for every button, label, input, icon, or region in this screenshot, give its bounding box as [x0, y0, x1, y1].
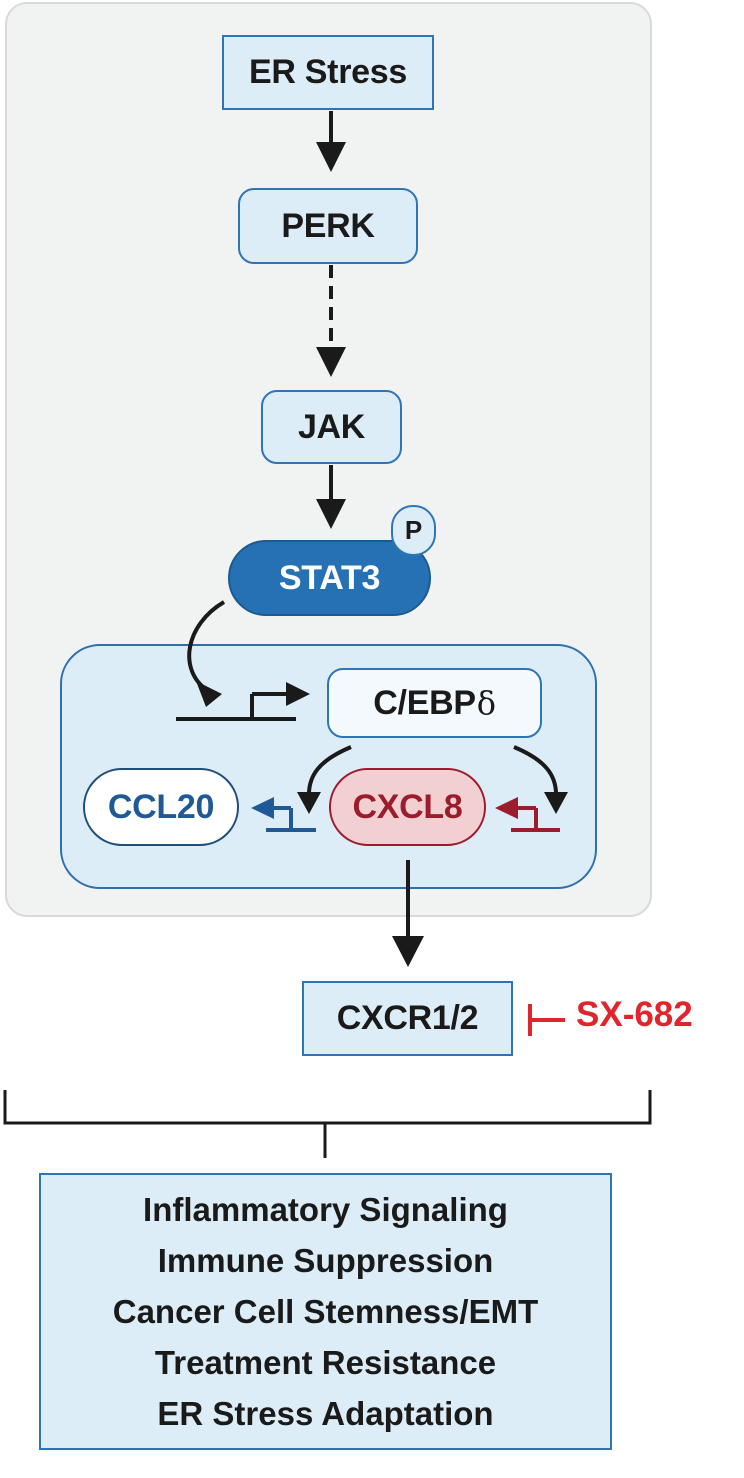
arrow-stat3-promoter	[187, 600, 226, 707]
outcome-line: Inflammatory Signaling	[143, 1191, 508, 1228]
perk-label: PERK	[281, 206, 375, 245]
cxcl8-promoter	[495, 797, 560, 832]
arrow-cebp-cxcl8-promoter	[513, 745, 568, 814]
er-stress-node: ER Stress	[222, 35, 434, 110]
inhibition-sx682	[528, 1004, 565, 1036]
jak-node: JAK	[261, 390, 402, 464]
promoter-cebp	[176, 682, 310, 721]
arrow-erstress-perk	[316, 111, 346, 172]
arrow-cxcl8-cxcr	[392, 860, 424, 967]
outcome-bracket	[3, 1090, 652, 1158]
outcome-line: ER Stress Adaptation	[157, 1395, 494, 1432]
jak-label: JAK	[297, 407, 366, 446]
phosphorylation-badge: P	[391, 505, 436, 556]
dashed-arrow-perk-jak	[316, 265, 346, 377]
outcome-line: Cancer Cell Stemness/EMT	[112, 1293, 539, 1330]
cxcr-label: CXCR1/2	[336, 999, 479, 1037]
cebp-prefix-label: C/EBP	[373, 683, 476, 722]
cxcl8-node: CXCL8	[329, 768, 486, 846]
arrow-cebp-ccl20-promoter	[297, 745, 352, 814]
cxcl8-label: CXCL8	[352, 787, 463, 826]
arrow-jak-stat3	[316, 465, 346, 529]
outcomes-box: Inflammatory Signaling Immune Suppressio…	[39, 1173, 612, 1450]
phospho-label: P	[404, 515, 423, 545]
stat3-label: STAT3	[278, 558, 381, 597]
cebp-delta-symbol: δ	[476, 684, 496, 722]
outcome-line: Immune Suppression	[157, 1242, 494, 1279]
cxcr-node: CXCR1/2	[302, 981, 513, 1056]
perk-node: PERK	[238, 188, 418, 264]
sx682-inhibitor-label: SX-682	[576, 995, 693, 1034]
ccl20-promoter	[251, 797, 316, 832]
er-stress-label: ER Stress	[249, 53, 407, 91]
outcome-line: Treatment Resistance	[154, 1344, 497, 1381]
ccl20-node: CCL20	[83, 768, 239, 846]
ccl20-label: CCL20	[107, 787, 215, 826]
stat3-node: STAT3	[228, 540, 431, 616]
